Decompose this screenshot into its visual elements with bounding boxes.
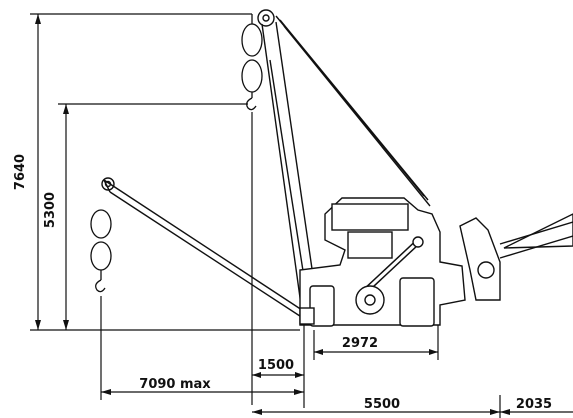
upright-hook-icon: [241, 14, 263, 111]
inclined-hook-icon: [90, 209, 112, 293]
dim-front-offset: 1500: [258, 358, 294, 373]
crane-body: [299, 197, 573, 327]
inclined-boom: [101, 177, 307, 321]
dim-wheelbase: 2972: [342, 336, 378, 351]
dim-hook-height: 5300: [43, 192, 58, 228]
dim-rear-overhang: 2035: [516, 397, 552, 412]
dim-boom-reach: 7090 max: [139, 377, 211, 392]
dimension-lines: [30, 13, 573, 418]
dim-total-length: 5500: [364, 397, 400, 412]
dim-total-height: 7640: [13, 154, 28, 190]
upright-boom: [257, 9, 431, 313]
